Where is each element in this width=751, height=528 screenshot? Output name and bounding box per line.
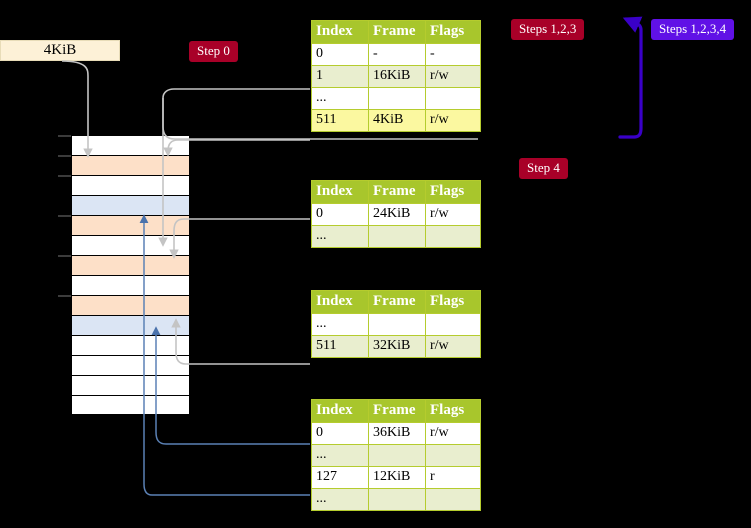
- memory-frame-row: [71, 215, 190, 235]
- table-cell-frame: [368, 313, 426, 336]
- table-cell-index: 0: [311, 422, 369, 445]
- memory-frame-row: [71, 195, 190, 215]
- table-cell-flags: [425, 313, 481, 336]
- memory-frame-row: [71, 235, 190, 255]
- table-cell-index: ...: [311, 444, 369, 467]
- memory-tick-marks: [58, 135, 71, 297]
- column-header-index: Index: [311, 180, 369, 204]
- table-cell-frame: 4KiB: [368, 109, 426, 132]
- table-cell-index: 1: [311, 65, 369, 88]
- table-cell-flags: r/w: [425, 203, 481, 226]
- table-header-row: Index Frame Flags: [311, 180, 481, 204]
- table-cell-frame: 24KiB: [368, 203, 426, 226]
- column-header-flags: Flags: [425, 180, 481, 204]
- memory-frame-row: [71, 135, 190, 155]
- table-row: ...: [311, 313, 481, 336]
- memory-frame-row: [71, 315, 190, 335]
- arrow-steps-loop: [618, 16, 643, 139]
- table-cell-flags: [425, 225, 481, 248]
- table-cell-index: ...: [311, 87, 369, 110]
- badge-step-0: Step 0: [189, 41, 238, 62]
- column-header-index: Index: [311, 399, 369, 423]
- table-row: ...: [311, 488, 481, 511]
- column-header-flags: Flags: [425, 290, 481, 314]
- memory-frame-row: [71, 155, 190, 175]
- table-cell-index: 0: [311, 43, 369, 66]
- table-row: ...: [311, 225, 481, 248]
- column-header-frame: Frame: [368, 399, 426, 423]
- table-cell-flags: -: [425, 43, 481, 66]
- memory-frame-row: [71, 275, 190, 295]
- column-header-index: Index: [311, 20, 369, 44]
- badge-step-4: Step 4: [519, 158, 568, 179]
- memory-frame-row: [71, 175, 190, 195]
- table-cell-flags: r: [425, 466, 481, 489]
- memory-frame-row: [71, 295, 190, 315]
- table-cell-frame: 32KiB: [368, 335, 426, 358]
- table-cell-flags: r/w: [425, 335, 481, 358]
- table-cell-frame: 16KiB: [368, 65, 426, 88]
- table-cell-index: ...: [311, 488, 369, 511]
- table-cell-frame: -: [368, 43, 426, 66]
- column-header-index: Index: [311, 290, 369, 314]
- table-row: 0--: [311, 43, 481, 66]
- arrow-pdpt-to-memory: [169, 218, 310, 259]
- table-cell-index: 511: [311, 335, 369, 358]
- table-cell-flags: [425, 444, 481, 467]
- badge-steps-1-2-3-4: Steps 1,2,3,4: [651, 19, 735, 40]
- table-cell-flags: r/w: [425, 422, 481, 445]
- table-cell-flags: r/w: [425, 109, 481, 132]
- table-cell-frame: [368, 444, 426, 467]
- column-header-flags: Flags: [425, 399, 481, 423]
- table-cell-frame: [368, 87, 426, 110]
- memory-column: [71, 135, 190, 415]
- table-row: ...: [311, 444, 481, 467]
- memory-frame-row: [71, 395, 190, 415]
- badge-steps-1-2-3: Steps 1,2,3: [511, 19, 585, 40]
- table-cell-flags: r/w: [425, 65, 481, 88]
- table-cell-frame: [368, 225, 426, 248]
- memory-frame-row: [71, 375, 190, 395]
- memory-frame-row: [71, 255, 190, 275]
- table-cell-index: ...: [311, 313, 369, 336]
- column-header-flags: Flags: [425, 20, 481, 44]
- column-header-frame: Frame: [368, 20, 426, 44]
- column-header-frame: Frame: [368, 180, 426, 204]
- table-cell-frame: [368, 488, 426, 511]
- table-cell-flags: [425, 488, 481, 511]
- table-cell-frame: 36KiB: [368, 422, 426, 445]
- table-header-row: Index Frame Flags: [311, 290, 481, 314]
- table-cell-index: ...: [311, 225, 369, 248]
- size-label-4kib: 4KiB: [0, 40, 120, 61]
- table-cell-index: 0: [311, 203, 369, 226]
- table-cell-flags: [425, 87, 481, 110]
- table-header-row: Index Frame Flags: [311, 20, 481, 44]
- memory-frame-row: [71, 355, 190, 375]
- column-header-frame: Frame: [368, 290, 426, 314]
- memory-frame-row: [71, 335, 190, 355]
- table-cell-index: 511: [311, 109, 369, 132]
- table-header-row: Index Frame Flags: [311, 399, 481, 423]
- table-row: ...: [311, 87, 481, 110]
- table-cell-frame: 12KiB: [368, 466, 426, 489]
- arrow-pd-to-memory: [171, 318, 310, 365]
- table-cell-index: 127: [311, 466, 369, 489]
